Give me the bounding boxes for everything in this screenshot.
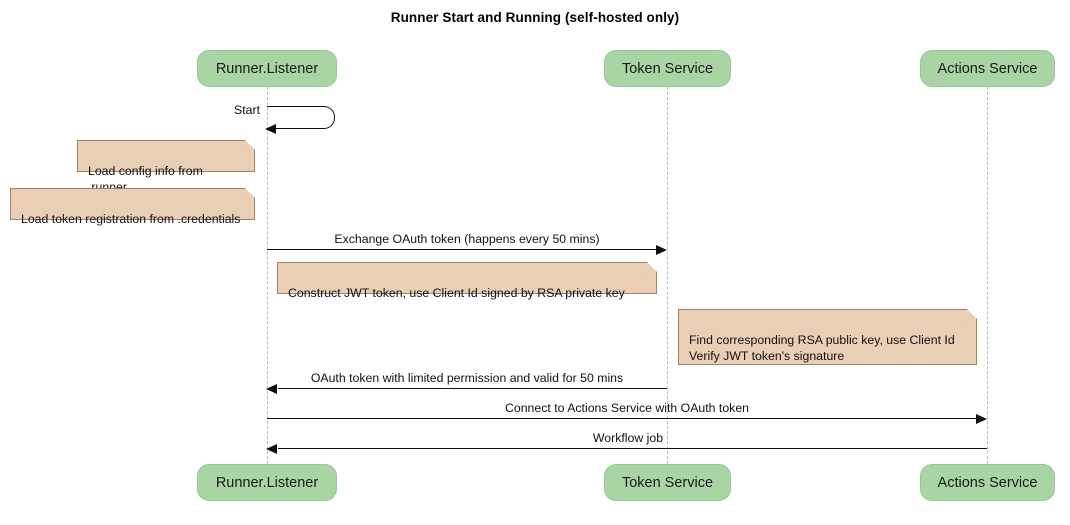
participant-label: Runner.Listener: [215, 60, 319, 77]
participant-label: Actions Service: [937, 474, 1038, 491]
message-exchange-oauth-arrowhead: [656, 245, 667, 255]
message-workflow-job-label: Workflow job: [592, 431, 664, 445]
note-fold-edge-icon: [645, 262, 657, 274]
note-load-config: Load config info from .runner: [77, 140, 255, 194]
participant-actions-top[interactable]: Actions Service: [920, 50, 1055, 87]
lifeline-actions: [987, 87, 988, 464]
message-workflow-job-line: [278, 448, 987, 449]
participant-label: Actions Service: [937, 60, 1038, 77]
participant-label: Token Service: [621, 60, 714, 77]
note-text: Construct JWT token, use Client Id signe…: [288, 286, 625, 300]
note-fold-edge-icon: [243, 140, 255, 152]
note-load-token-registration: Load token registration from .credential…: [10, 188, 255, 226]
message-oauth-return-arrowhead: [266, 384, 277, 394]
lifeline-runner: [267, 87, 268, 464]
diagram-title: Runner Start and Running (self-hosted on…: [390, 10, 680, 25]
lifeline-token: [667, 87, 668, 464]
message-oauth-return-label: OAuth token with limited permission and …: [310, 371, 624, 385]
message-exchange-oauth-line: [267, 249, 657, 250]
note-verify-jwt: Find corresponding RSA public key, use C…: [678, 309, 977, 365]
note-text: Find corresponding RSA public key, use C…: [689, 333, 955, 363]
message-connect-actions-label: Connect to Actions Service with OAuth to…: [504, 401, 750, 415]
participant-label: Runner.Listener: [215, 474, 319, 491]
message-connect-actions-line: [267, 418, 977, 419]
note-fold-edge-icon: [965, 309, 977, 321]
note-text: Load token registration from .credential…: [21, 212, 241, 226]
participant-label: Token Service: [621, 474, 714, 491]
message-workflow-job-arrowhead: [266, 444, 277, 454]
message-exchange-oauth-label: Exchange OAuth token (happens every 50 m…: [334, 232, 600, 246]
message-start-arrowhead: [265, 124, 276, 134]
participant-token-bottom[interactable]: Token Service: [604, 464, 731, 501]
participant-runner-bottom[interactable]: Runner.Listener: [197, 464, 337, 501]
message-start-label: Start: [234, 103, 260, 117]
message-start-loop: [267, 106, 335, 129]
message-oauth-return-line: [278, 388, 667, 389]
message-connect-actions-arrowhead: [976, 414, 987, 424]
note-construct-jwt: Construct JWT token, use Client Id signe…: [277, 262, 657, 300]
note-fold-edge-icon: [243, 188, 255, 200]
participant-actions-bottom[interactable]: Actions Service: [920, 464, 1055, 501]
participant-token-top[interactable]: Token Service: [604, 50, 731, 87]
participant-runner-top[interactable]: Runner.Listener: [197, 50, 337, 87]
